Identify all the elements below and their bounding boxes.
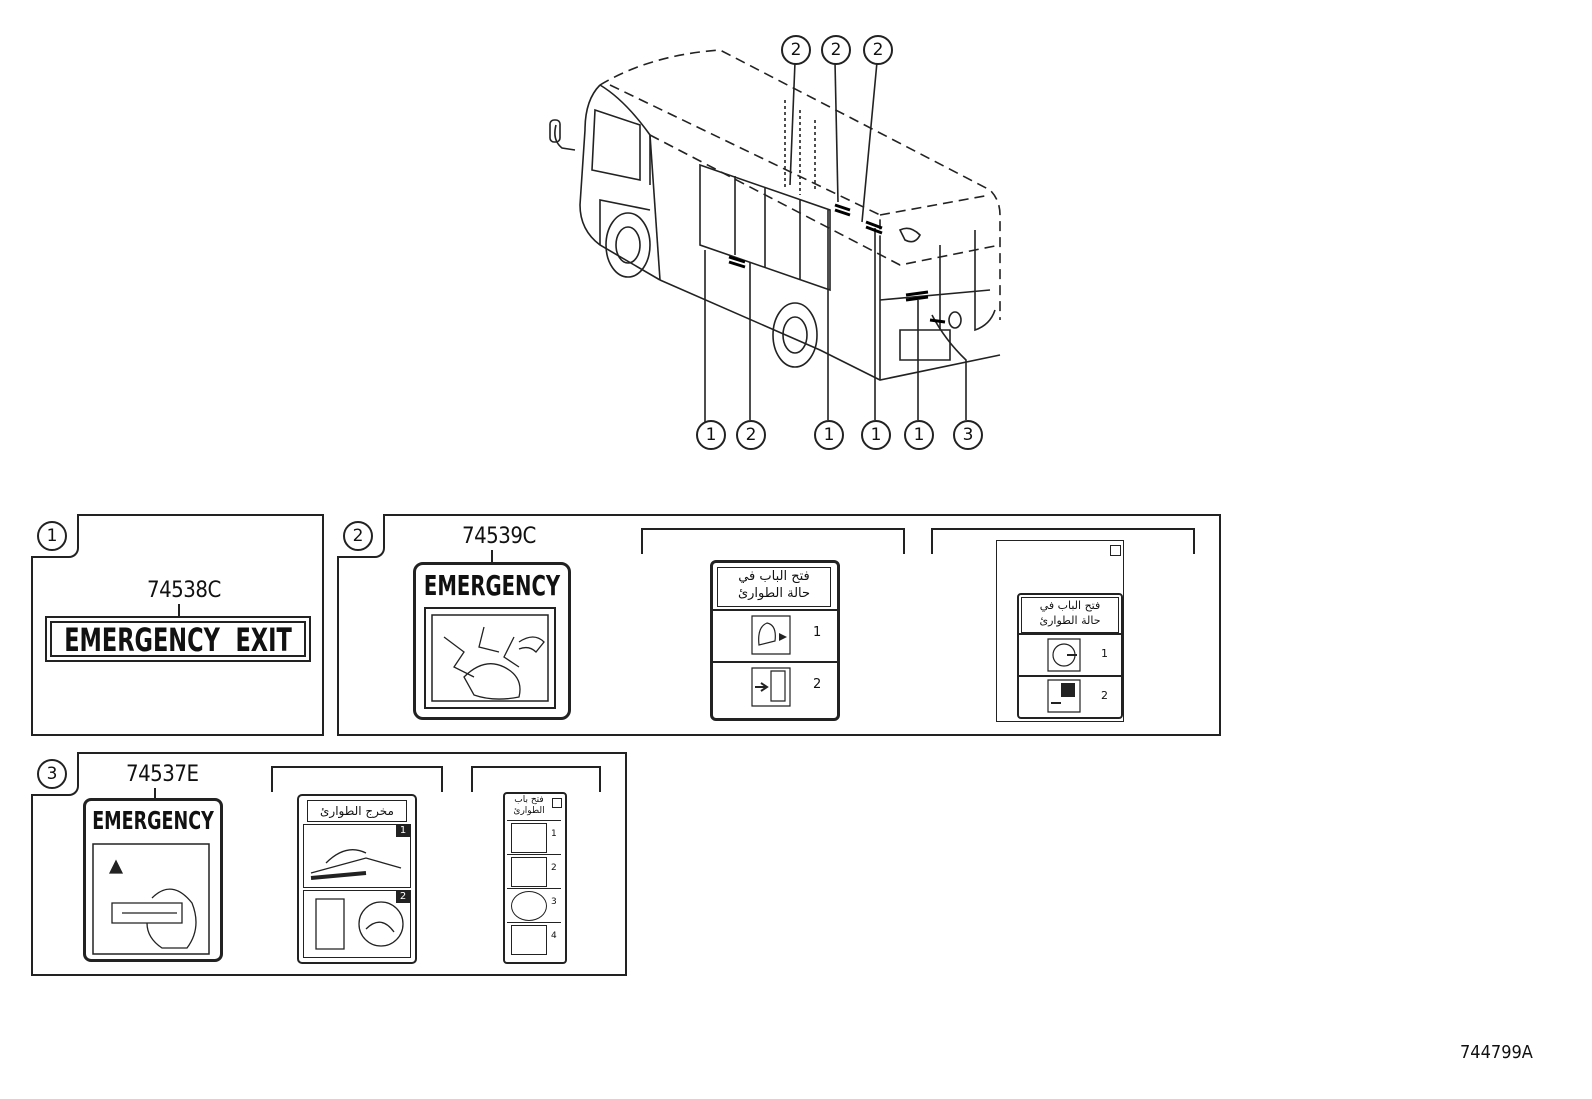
emergency-text: EMERGENCY bbox=[92, 806, 214, 835]
panel-2: 2 74539C EMERGENCY فتح الباب في حالة الط… bbox=[337, 514, 1221, 736]
arabic-line-1: فتح الباب في bbox=[1039, 599, 1101, 612]
door-open-icon bbox=[306, 894, 406, 954]
callout-bottom-3: 1 bbox=[814, 420, 844, 450]
arabic-header-box-a: فتح الباب في حالة الطوارئ bbox=[717, 567, 831, 607]
callout-bottom-5: 1 bbox=[904, 420, 934, 450]
step-small-3: 3 bbox=[507, 888, 561, 922]
panel-2-callout: 2 bbox=[343, 521, 373, 551]
arabic-instruction-sticker-a: فتح الباب في حالة الطوارئ 1 2 bbox=[710, 560, 840, 721]
emergency-text: EMERGENCY bbox=[423, 569, 561, 602]
break-window-icon bbox=[424, 607, 556, 709]
step-row-1: 1 bbox=[713, 609, 837, 661]
callout-top-2: 2 bbox=[821, 35, 851, 65]
callout-bottom-1: 1 bbox=[696, 420, 726, 450]
step-row-b2: 2 bbox=[1019, 675, 1121, 717]
arabic-line-2: حالة الطوارئ bbox=[737, 586, 811, 601]
step-small-3-icon bbox=[511, 891, 547, 921]
latch-icon bbox=[306, 828, 406, 884]
arabic-line-2: حالة الطوارئ bbox=[1039, 614, 1101, 627]
panel-1: 1 74538C EMERGENCY EXIT bbox=[31, 514, 324, 736]
leader-line bbox=[178, 604, 180, 618]
step-small-2-label: 2 bbox=[551, 863, 557, 873]
step-small-1-icon bbox=[511, 823, 547, 853]
panel-3-tab: 3 bbox=[31, 752, 79, 796]
emergency-handle-sticker: EMERGENCY bbox=[83, 798, 223, 962]
callout-bottom-6: 3 bbox=[953, 420, 983, 450]
step-small-1: 1 bbox=[507, 820, 561, 854]
part-number-74538c: 74538C bbox=[147, 578, 221, 603]
panel-1-callout: 1 bbox=[37, 521, 67, 551]
step-badge-2: 2 bbox=[396, 891, 410, 903]
exit-step-1: 1 bbox=[303, 824, 411, 888]
callout-top-1: 2 bbox=[781, 35, 811, 65]
variant-bracket-c bbox=[271, 766, 443, 792]
emergency-exit-decal: EMERGENCY EXIT bbox=[45, 616, 311, 662]
leader-line bbox=[491, 550, 493, 564]
panel-3: 3 74537E EMERGENCY مخرج الطوارئ 1 bbox=[31, 752, 627, 976]
callout-bottom-2: 2 bbox=[736, 420, 766, 450]
figure-number: 744799A bbox=[1460, 1042, 1533, 1063]
emergency-exit-text: EMERGENCY EXIT bbox=[64, 621, 292, 657]
arabic-instruction-sticker-b: فتح الباب في حالة الطوارئ 1 2 bbox=[1017, 593, 1123, 719]
step-small-1-label: 1 bbox=[551, 829, 557, 839]
step-2-label: 2 bbox=[813, 677, 822, 692]
variant-bracket-d bbox=[471, 766, 601, 792]
dial-icon bbox=[1047, 638, 1081, 672]
variant-bracket-a bbox=[641, 528, 905, 554]
push-door-icon bbox=[751, 667, 791, 707]
step-row-2: 2 bbox=[713, 661, 837, 715]
step-small-2-icon bbox=[511, 857, 547, 887]
leader-line bbox=[154, 788, 156, 800]
exit-step-2: 2 bbox=[303, 890, 411, 958]
step-1-label: 1 bbox=[1101, 647, 1108, 660]
emergency-exit-inner: EMERGENCY EXIT bbox=[50, 621, 306, 657]
callout-bottom-4: 1 bbox=[861, 420, 891, 450]
small-grid-icon bbox=[552, 798, 562, 808]
callout-top-3: 2 bbox=[863, 35, 893, 65]
arabic-steps-header: فتح باب الطوارئ bbox=[513, 795, 545, 816]
panel-1-tab: 1 bbox=[31, 514, 79, 558]
arabic-exit-header: مخرج الطوارئ bbox=[307, 800, 407, 822]
emergency-window-sticker: EMERGENCY bbox=[413, 562, 571, 720]
step-2-label: 2 bbox=[1101, 689, 1108, 702]
arabic-steps-sticker: فتح باب الطوارئ 1 2 3 4 bbox=[503, 792, 567, 964]
bus-illustration bbox=[0, 0, 1592, 500]
arabic-instruction-frame-b: فتح الباب في حالة الطوارئ 1 2 bbox=[996, 540, 1124, 722]
step-small-3-label: 3 bbox=[551, 897, 557, 907]
part-number-74539c: 74539C bbox=[462, 524, 536, 549]
step-row-b1: 1 bbox=[1019, 633, 1121, 677]
small-corner-icon bbox=[1110, 545, 1121, 556]
step-small-2: 2 bbox=[507, 854, 561, 888]
arabic-line-1: فتح الباب في bbox=[738, 569, 810, 584]
arabic-exit-sticker: مخرج الطوارئ 1 2 bbox=[297, 794, 417, 964]
step-1-label: 1 bbox=[813, 625, 822, 640]
panel-3-callout: 3 bbox=[37, 759, 67, 789]
part-number-74537e: 74537E bbox=[126, 762, 199, 787]
arabic-header-box-b: فتح الباب في حالة الطوارئ bbox=[1021, 597, 1119, 633]
variant-bracket-b bbox=[931, 528, 1195, 554]
panel-2-tab: 2 bbox=[337, 514, 385, 558]
pull-handle-icon bbox=[92, 843, 210, 955]
hand-door-icon bbox=[1047, 679, 1081, 713]
step-badge-1: 1 bbox=[396, 825, 410, 837]
step-small-4-icon bbox=[511, 925, 547, 955]
step-small-4-label: 4 bbox=[551, 931, 557, 941]
hand-pull-icon bbox=[751, 615, 791, 655]
step-small-4: 4 bbox=[507, 922, 561, 957]
